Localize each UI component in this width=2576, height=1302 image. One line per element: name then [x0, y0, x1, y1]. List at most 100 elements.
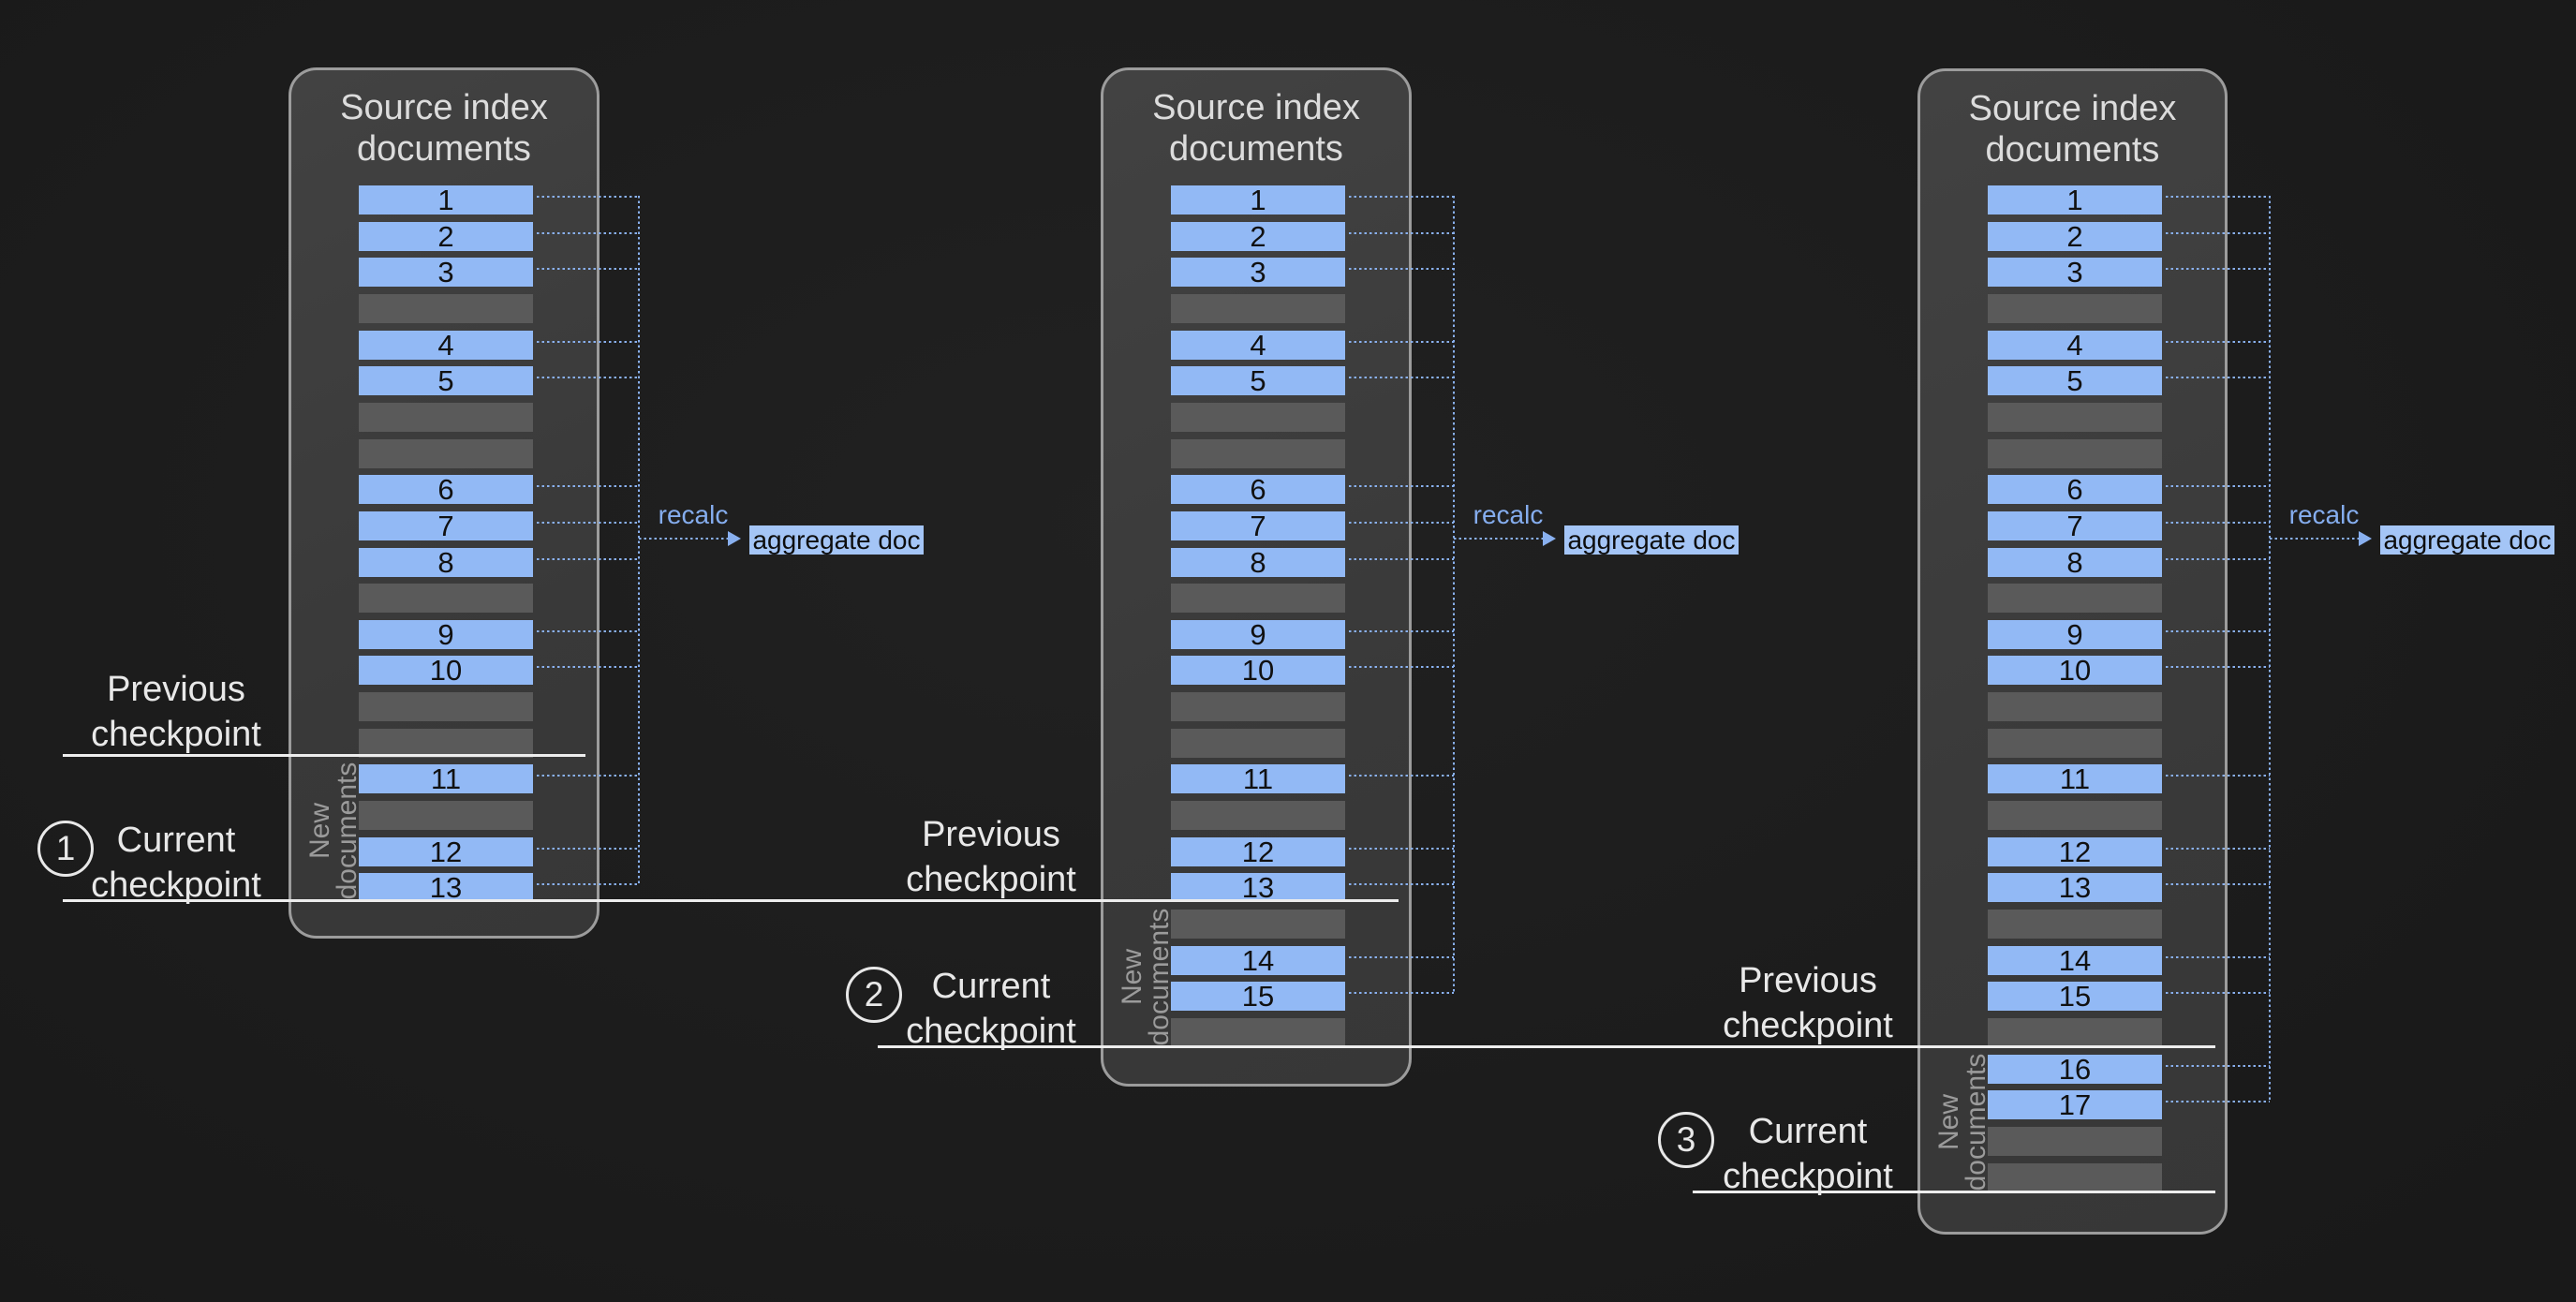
doc-connector-line	[2166, 1065, 2270, 1067]
doc-connector-line	[2166, 341, 2270, 343]
document-row: 16	[1988, 1055, 2162, 1085]
doc-connector-line	[537, 232, 639, 234]
panel-title-line: Source index	[1152, 88, 1360, 127]
document-number: 5	[1250, 364, 1266, 397]
empty-row	[1171, 439, 1345, 468]
collector-spine-line	[2269, 196, 2271, 1102]
document-number: 12	[2058, 836, 2092, 868]
document-row: 6	[1988, 475, 2162, 505]
checkpoint-number-badge: 2	[846, 967, 902, 1023]
checkpoint-boundary-line	[63, 754, 585, 757]
document-number: 13	[1241, 871, 1275, 904]
document-row: 14	[1988, 944, 2162, 977]
checkpoint-boundary-line	[878, 1045, 2215, 1048]
document-number: 8	[2066, 546, 2083, 579]
empty-row	[1988, 801, 2162, 830]
document-row: 9	[1171, 620, 1345, 650]
document-row: 1	[1171, 185, 1345, 215]
doc-connector-line	[1349, 232, 1454, 234]
doc-connector-line	[2166, 848, 2270, 850]
empty-row	[359, 584, 533, 613]
document-number: 2	[2066, 220, 2083, 253]
panel-title-line: Source index	[340, 88, 548, 127]
document-row: 12	[359, 837, 533, 867]
document-row: 3	[359, 258, 533, 288]
empty-row	[1171, 910, 1345, 939]
empty-row	[1171, 692, 1345, 721]
doc-connector-line	[537, 775, 639, 777]
empty-row	[1988, 1163, 2162, 1192]
document-row: 13	[1171, 871, 1345, 904]
empty-row	[1171, 729, 1345, 758]
document-row: 4	[359, 331, 533, 361]
doc-connector-line	[1349, 341, 1454, 343]
empty-row	[359, 294, 533, 323]
document-row: 4	[1988, 331, 2162, 361]
document-number: 3	[2066, 256, 2083, 289]
doc-connector-line	[2166, 232, 2270, 234]
document-number: 7	[1250, 510, 1266, 542]
empty-row	[1988, 910, 2162, 939]
empty-row	[1171, 584, 1345, 613]
document-row: 2	[1171, 222, 1345, 252]
doc-connector-line	[1349, 848, 1454, 850]
new-documents-label-line: documents	[1144, 908, 1175, 1046]
doc-connector-line	[537, 630, 639, 632]
document-number: 14	[2058, 944, 2092, 977]
doc-connector-line	[2166, 268, 2270, 270]
recalc-arrowhead-icon	[728, 531, 741, 546]
document-row: 8	[1171, 548, 1345, 578]
doc-connector-line	[1349, 522, 1454, 524]
previous-checkpoint-label-line: checkpoint	[906, 860, 1076, 899]
document-number: 11	[2059, 762, 2091, 795]
document-number: 7	[437, 510, 454, 542]
doc-connector-line	[537, 883, 639, 885]
recalc-arrow-line	[639, 538, 730, 540]
document-number: 10	[1241, 654, 1275, 687]
doc-connector-line	[537, 522, 639, 524]
recalc-label: recalc	[2288, 500, 2360, 529]
doc-connector-line	[1349, 630, 1454, 632]
document-row: 5	[359, 366, 533, 396]
empty-row	[1171, 801, 1345, 830]
empty-row	[1988, 439, 2162, 468]
previous-checkpoint-label-line: checkpoint	[91, 715, 261, 754]
document-row: 1	[359, 185, 533, 215]
document-number: 15	[2058, 980, 2092, 1013]
document-row: 14	[1171, 946, 1345, 976]
doc-connector-line	[1349, 558, 1454, 560]
doc-connector-line	[1349, 992, 1454, 994]
empty-row	[1988, 403, 2162, 432]
document-row: 1	[1988, 185, 2162, 215]
document-number: 6	[1250, 473, 1266, 506]
collector-spine-line	[638, 196, 640, 885]
doc-connector-line	[537, 848, 639, 850]
document-row: 7	[359, 510, 533, 542]
document-row: 15	[1988, 980, 2162, 1013]
document-row: 2	[1988, 220, 2162, 253]
empty-row	[1171, 1018, 1345, 1047]
panel-title-line: Source index	[1968, 89, 2177, 128]
previous-checkpoint-label-line: Previous	[922, 815, 1060, 854]
document-row: 11	[1988, 762, 2162, 795]
document-number: 10	[2058, 654, 2092, 687]
document-row: 10	[1988, 654, 2162, 687]
doc-connector-line	[537, 377, 639, 378]
previous-checkpoint-label: Previous checkpoint	[841, 812, 1141, 902]
new-documents-label-line: documents	[1961, 1053, 1991, 1191]
document-row: 6	[359, 473, 533, 506]
document-row: 12	[1171, 837, 1345, 867]
empty-row	[1988, 294, 2162, 323]
document-number: 6	[437, 473, 454, 506]
empty-row	[1988, 584, 2162, 613]
document-row: 3	[1171, 258, 1345, 288]
checkpoint-number-badge: 3	[1658, 1112, 1714, 1168]
doc-connector-line	[1349, 377, 1454, 378]
doc-connector-line	[2166, 196, 2270, 198]
document-number: 9	[2066, 618, 2083, 651]
